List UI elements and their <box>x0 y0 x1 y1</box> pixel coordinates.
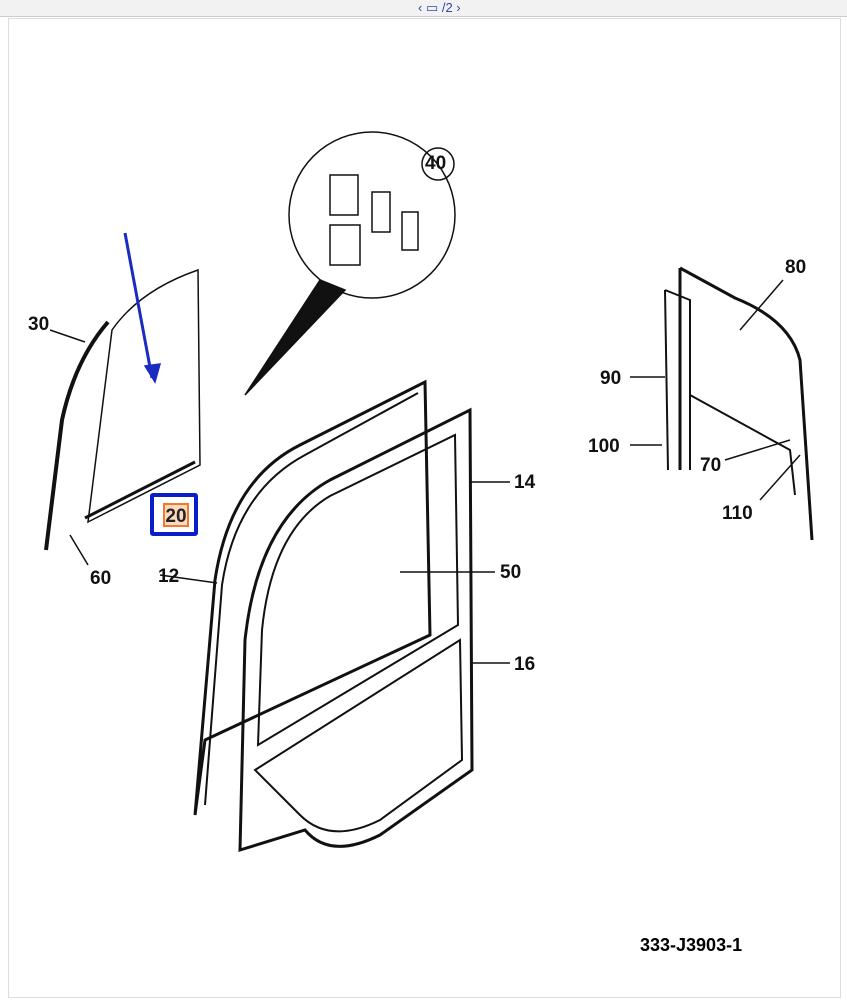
callout-12[interactable]: 12 <box>158 566 180 587</box>
door-frame <box>193 379 432 816</box>
detail-pointer <box>244 279 347 396</box>
blue-arrow <box>123 232 154 379</box>
page-navigator[interactable]: ‹ ▭ /2 › <box>418 0 461 15</box>
callout-16[interactable]: 16 <box>514 654 536 675</box>
window-seal <box>678 266 814 541</box>
diagram-frame <box>8 18 841 998</box>
drawing-code: 333-J3903-1 <box>640 935 743 955</box>
callout-20[interactable]: 20 <box>163 503 189 527</box>
callout-110[interactable]: 110 <box>722 503 753 524</box>
callout-14[interactable]: 14 <box>514 472 536 493</box>
callout-70[interactable]: 70 <box>700 455 722 476</box>
callout-90[interactable]: 90 <box>600 368 622 389</box>
callout-80[interactable]: 80 <box>785 257 807 278</box>
callout-40[interactable]: 40 <box>425 153 447 174</box>
callout-50[interactable]: 50 <box>500 562 522 583</box>
callout-100[interactable]: 100 <box>588 436 620 457</box>
detail-circle <box>288 131 456 299</box>
callout-30[interactable]: 30 <box>28 314 50 335</box>
page-toolbar <box>0 0 847 17</box>
callout-circle-40 <box>421 147 455 181</box>
callout-60[interactable]: 60 <box>90 568 112 589</box>
callout-20-highlight[interactable]: 20 <box>150 493 198 536</box>
seal-30 <box>44 320 110 551</box>
door-panel <box>238 407 474 853</box>
glass-panel <box>87 268 201 524</box>
